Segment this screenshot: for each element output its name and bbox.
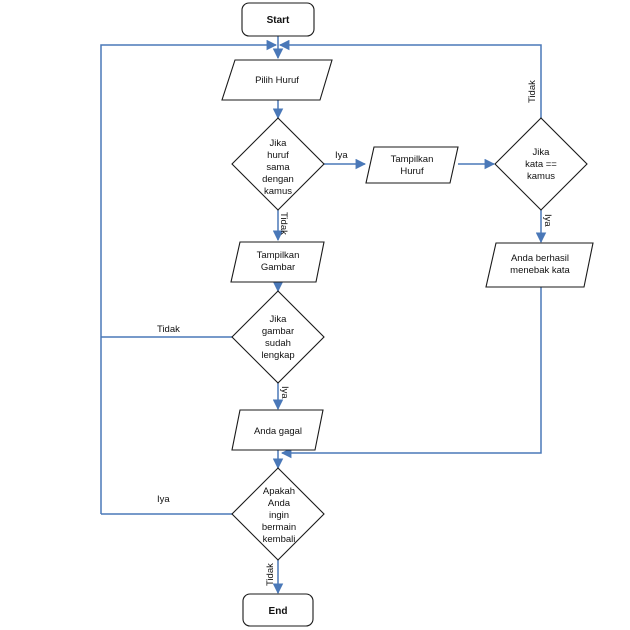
- decision-huruf-line-2: huruf: [267, 150, 289, 161]
- end-terminal: End: [242, 593, 314, 627]
- anda-gagal-io: Anda gagal: [231, 409, 324, 451]
- decision-main-line-5: kembali: [263, 534, 296, 545]
- label-iya-kata: Iya: [542, 214, 553, 227]
- decision-gambar-line-4: lengkap: [261, 350, 294, 361]
- decision-gambar: Jika gambar sudah lengkap: [231, 290, 325, 384]
- decision-gambar-line-2: gambar: [262, 326, 294, 337]
- tampilkan-huruf-line-2: Huruf: [400, 166, 424, 177]
- decision-main-line-4: bermain: [262, 522, 296, 533]
- tampilkan-gambar-io: Tampilkan Gambar: [230, 241, 325, 283]
- decision-gambar-line-1: Jika: [270, 314, 288, 325]
- decision-huruf-line-5: kamus: [264, 186, 292, 197]
- anda-gagal-label: Anda gagal: [254, 426, 302, 437]
- decision-gambar-line-3: sudah: [265, 338, 291, 349]
- decision-main-line-1: Apakah: [263, 486, 295, 497]
- tampilkan-gambar-line-2: Gambar: [261, 262, 295, 273]
- label-tidak-main: Tidak: [265, 563, 276, 586]
- label-iya-gambar: Iya: [279, 386, 290, 399]
- label-tidak-huruf: Tidak: [278, 212, 289, 235]
- label-tidak-gambar: Tidak: [157, 324, 180, 335]
- anda-berhasil-line-2: menebak kata: [510, 265, 570, 276]
- label-iya-huruf: Iya: [335, 150, 348, 161]
- decision-huruf: Jika huruf sama dengan kamus: [231, 117, 325, 211]
- end-label: End: [269, 606, 288, 617]
- connector-tidak-kata: [278, 39, 542, 118]
- tampilkan-huruf-line-1: Tampilkan: [391, 154, 434, 165]
- start-terminal: Start: [241, 2, 315, 37]
- label-tidak-kata: Tidak: [527, 80, 538, 103]
- decision-main-line-2: Anda: [268, 498, 291, 509]
- start-label: Start: [267, 15, 290, 26]
- connector-berhasil-merge: [280, 287, 542, 459]
- anda-berhasil-line-1: Anda berhasil: [511, 253, 569, 264]
- decision-kata: Jika kata == kamus: [494, 117, 588, 211]
- decision-main-lagi: Apakah Anda ingin bermain kembali: [231, 467, 325, 561]
- pilih-huruf-io: Pilih Huruf: [221, 59, 333, 101]
- tampilkan-huruf-io: Tampilkan Huruf: [365, 146, 459, 184]
- decision-kata-line-2: kata ==: [525, 159, 557, 170]
- decision-huruf-line-4: dengan: [262, 174, 294, 185]
- pilih-huruf-label: Pilih Huruf: [255, 75, 299, 86]
- tampilkan-gambar-line-1: Tampilkan: [257, 250, 300, 261]
- decision-kata-line-1: Jika: [533, 147, 551, 158]
- connector-left-loop: [100, 39, 278, 514]
- decision-huruf-line-3: sama: [266, 162, 290, 173]
- label-iya-main: Iya: [157, 494, 170, 505]
- decision-kata-line-3: kamus: [527, 171, 555, 182]
- decision-main-line-3: ingin: [269, 510, 289, 521]
- connectors: [100, 36, 547, 595]
- decision-huruf-line-1: Jika: [270, 138, 288, 149]
- anda-berhasil-io: Anda berhasil menebak kata: [485, 242, 594, 288]
